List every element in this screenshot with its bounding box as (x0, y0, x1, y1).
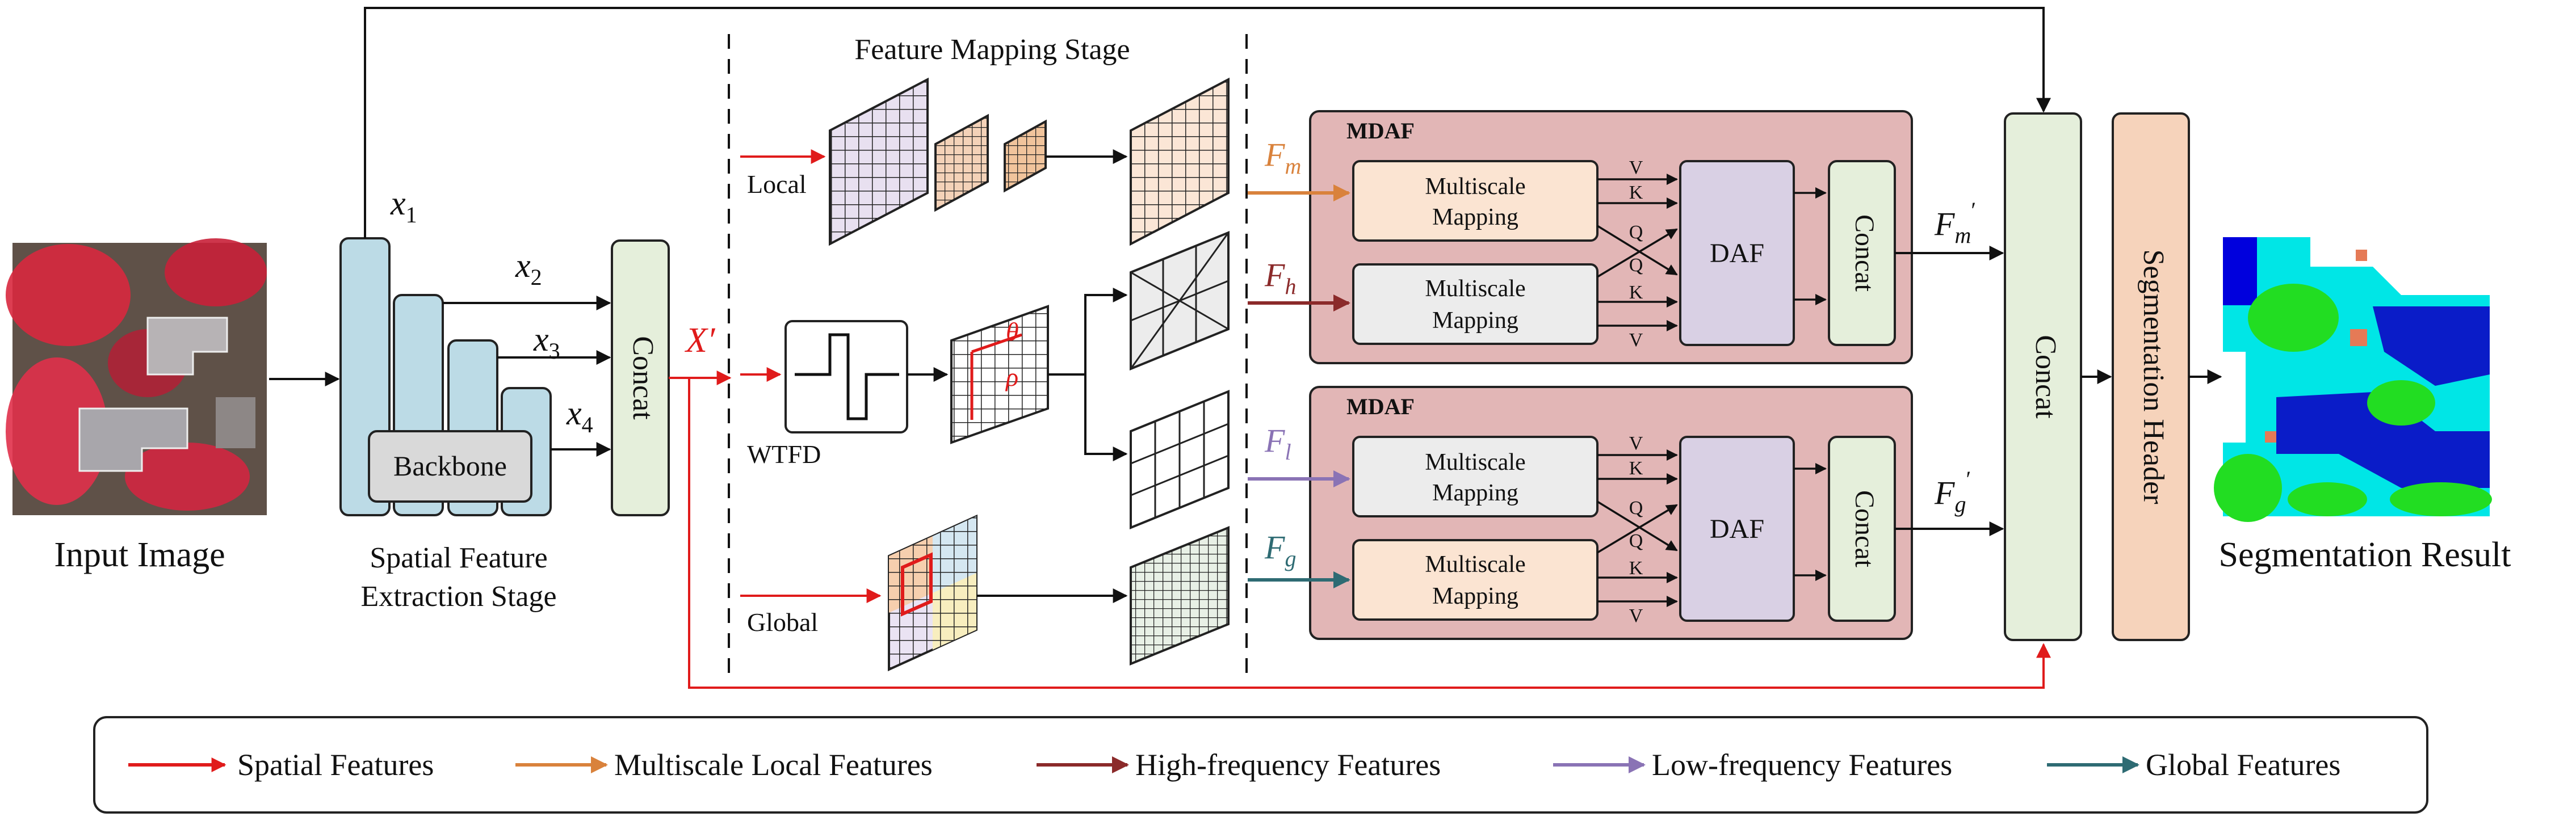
mdaf-top-title: MDAF (1346, 118, 1415, 144)
mdaf-bottom-ms1 (1352, 436, 1599, 517)
x4-label: x4 (566, 394, 593, 437)
mdaf-top-daf (1679, 160, 1795, 346)
low-freq-grid (1130, 390, 1230, 529)
local-grid-output (1130, 77, 1230, 246)
mdaf-top-ms1-line1: Multiscale (1425, 174, 1525, 200)
mdaf-top-ms1 (1352, 160, 1599, 242)
wtfd-label: WTFD (747, 440, 821, 469)
legend-label: Spatial Features (237, 748, 434, 782)
mdaf-top-ms2-line2: Mapping (1432, 308, 1518, 334)
mdaf-bottom-ms1-line1: Multiscale (1425, 449, 1525, 475)
high-freq-grid (1130, 231, 1230, 370)
fl-label: Fl (1264, 422, 1291, 465)
extraction-stage: Backbone Concat (339, 237, 670, 516)
qkv-label: K (1629, 182, 1643, 203)
fg-prime-label: Fg′ (1934, 466, 1971, 517)
legend-item-spatial: Spatial Features (128, 748, 434, 782)
legend-item-low-frequency: Low-frequency Features (1553, 748, 1952, 782)
qkv-label: K (1629, 282, 1643, 303)
mapping-title: Feature Mapping Stage (854, 33, 1130, 66)
mdaf-bottom-ms2-line2: Mapping (1432, 583, 1518, 609)
mdaf-bottom-daf (1679, 436, 1795, 622)
fh-label: Fh (1264, 256, 1296, 299)
final-concat-label: Concat (2029, 335, 2062, 419)
qkv-label: Q (1629, 255, 1643, 276)
legend-label: Global Features (2146, 748, 2340, 782)
local-grid-small (1004, 119, 1047, 193)
qkv-label: K (1629, 558, 1643, 579)
global-label: Global (747, 608, 818, 637)
mdaf-bottom-concat-label: Concat (1849, 490, 1879, 568)
input-image (6, 238, 267, 515)
segmentation-header-label: Segmentation Header (2137, 249, 2170, 504)
input-image-caption: Input Image (54, 536, 225, 574)
rho-label: ρ (1005, 363, 1018, 391)
x1-label: x1 (390, 184, 417, 228)
mdaf-top-concat-label: Concat (1849, 214, 1879, 292)
mdaf-top-daf-label: DAF (1710, 238, 1764, 268)
backbone-box (368, 430, 532, 503)
x3-label: x3 (533, 321, 560, 364)
mdaf-bottom-title: MDAF (1346, 394, 1415, 419)
mdaf-bottom-ms1-line2: Mapping (1432, 480, 1518, 506)
legend-label: High-frequency Features (1135, 748, 1441, 782)
qkv-label: Q (1629, 531, 1643, 551)
mdaf-top: MDAF Multiscale Mapping Multiscale Mappi… (1309, 110, 1913, 364)
global-grid-output (1130, 526, 1230, 666)
mdaf-top-ms2 (1352, 263, 1599, 345)
mdaf-bottom-daf-label: DAF (1710, 514, 1764, 544)
qkv-label: K (1629, 458, 1643, 479)
extraction-caption-1: Spatial Feature (370, 542, 547, 574)
qkv-label: V (1629, 433, 1643, 454)
extraction-caption-2: Extraction Stage (360, 580, 556, 613)
x2-label: x2 (515, 247, 542, 290)
mdaf-top-ms1-line2: Mapping (1432, 204, 1518, 230)
fm-prime-label: Fm′ (1934, 197, 1976, 248)
segmentation-result-image (2214, 237, 2492, 522)
wtfd-block (784, 320, 908, 433)
legend-item-high-frequency: High-frequency Features (1037, 748, 1441, 782)
qkv-label: V (1629, 330, 1643, 351)
mdaf-top-ms2-line1: Multiscale (1425, 276, 1525, 302)
mdaf-bottom: MDAF Multiscale Mapping Multiscale Mappi… (1309, 386, 1913, 640)
legend-item-global: Global Features (2047, 748, 2340, 782)
qkv-label: Q (1629, 222, 1643, 243)
legend-label: Low-frequency Features (1652, 748, 1952, 782)
local-label: Local (747, 170, 807, 199)
legend-item-multiscale-local: Multiscale Local Features (515, 748, 933, 782)
fg-label: Fg (1264, 529, 1296, 571)
mdaf-bottom-ms2-line1: Multiscale (1425, 551, 1525, 578)
qkv-label: V (1629, 157, 1643, 178)
local-grid-mid (934, 113, 989, 212)
backbone-label: Backbone (393, 450, 507, 482)
qkv-label: V (1629, 605, 1643, 626)
extraction-concat-label: Concat (627, 336, 659, 420)
legend: Spatial Features Multiscale Local Featur… (93, 716, 2428, 814)
qkv-label: Q (1629, 498, 1643, 519)
segmentation-result-caption: Segmentation Result (2219, 536, 2511, 574)
global-grid-input (888, 514, 977, 672)
xprime-label: X′ (684, 321, 716, 360)
mdaf-bottom-ms2 (1352, 539, 1599, 621)
hough-grid: θ ρ (950, 305, 1049, 444)
theta-label: θ (1006, 317, 1019, 346)
fm-label: Fm (1264, 136, 1301, 179)
legend-label: Multiscale Local Features (614, 748, 933, 782)
local-grid-input (829, 77, 929, 246)
